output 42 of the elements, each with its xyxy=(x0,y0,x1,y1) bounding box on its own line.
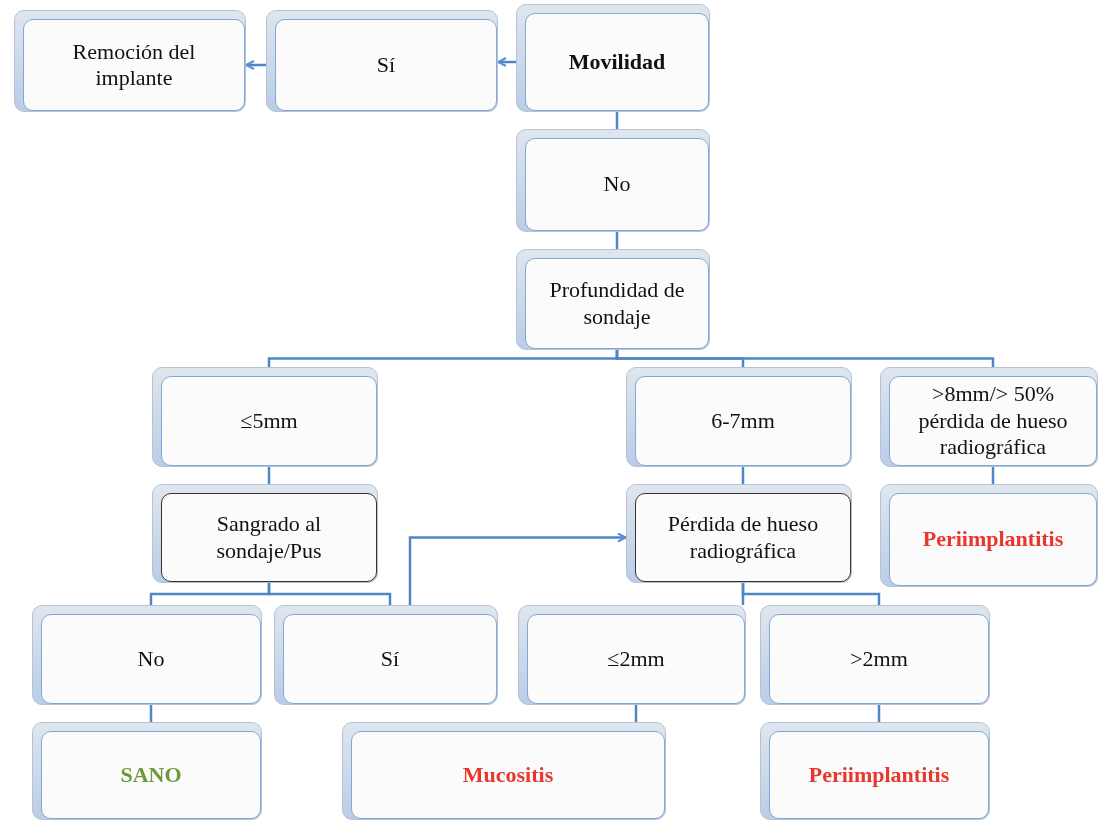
process-box xyxy=(880,484,1098,587)
box-text: >2mm xyxy=(850,645,908,673)
box-text: 6-7mm xyxy=(711,407,775,435)
box-text: >8mm/> 50% pérdida de hueso radiográfica xyxy=(917,381,1069,461)
arrow xyxy=(245,60,266,70)
process-box xyxy=(760,605,990,705)
box-text: No xyxy=(603,171,631,198)
box-text: Periimplantitis xyxy=(922,526,1064,553)
box-text: Profundidad de sondaje xyxy=(548,277,686,330)
arrow xyxy=(497,57,516,67)
process-box xyxy=(274,605,498,705)
box-text: Sí xyxy=(376,51,396,79)
process-box xyxy=(152,484,378,583)
arrow xyxy=(408,532,627,605)
box-text: Periimplantitis xyxy=(808,761,950,789)
box-text: Remoción del implante xyxy=(71,38,197,92)
box-text: SANO xyxy=(120,761,182,789)
process-box xyxy=(266,10,498,112)
process-box xyxy=(32,722,262,820)
process-box xyxy=(152,367,378,467)
box-text: Movilidad xyxy=(568,48,666,76)
box-text: No xyxy=(137,645,165,673)
process-box xyxy=(626,484,852,583)
connector-line xyxy=(741,583,881,605)
box-text: Mucositis xyxy=(462,761,554,789)
process-box xyxy=(518,605,746,705)
process-box xyxy=(626,367,852,467)
connector-line xyxy=(267,583,392,605)
box-text: Sí xyxy=(380,645,400,673)
box-text: Sangrado al sondaje/Pus xyxy=(215,511,323,564)
process-box xyxy=(880,367,1098,467)
box-text: ≤5mm xyxy=(240,407,298,435)
process-box xyxy=(516,249,710,350)
connector-line xyxy=(615,350,995,367)
box-text: Pérdida de hueso radiográfica xyxy=(666,511,820,564)
process-box xyxy=(14,10,246,112)
box-text: ≤2mm xyxy=(607,645,665,673)
process-box xyxy=(32,605,262,705)
process-box xyxy=(342,722,666,820)
process-box xyxy=(516,4,710,112)
process-box xyxy=(760,722,990,820)
process-box xyxy=(516,129,710,232)
